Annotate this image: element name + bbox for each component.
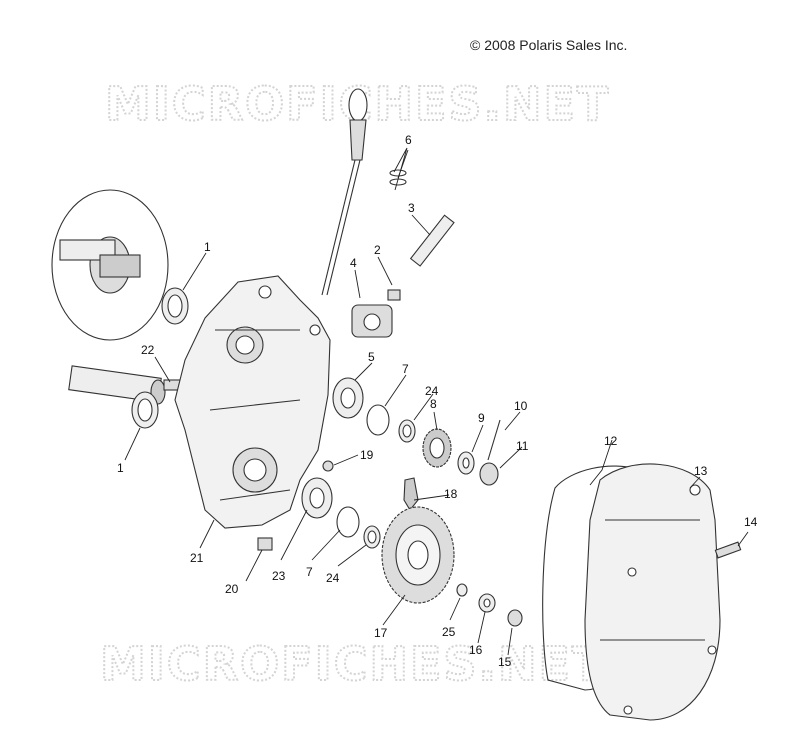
pin-10 — [487, 419, 501, 461]
callout-20: 20 — [225, 582, 239, 596]
callout-7-lower: 7 — [306, 565, 313, 579]
bolt-15 — [507, 609, 523, 627]
washer-16 — [478, 593, 496, 613]
callout-25: 25 — [442, 625, 456, 639]
callout-12: 12 — [604, 434, 618, 448]
snap-ring-7-upper — [366, 404, 390, 436]
plug-20 — [257, 537, 273, 551]
callout-21: 21 — [190, 551, 204, 565]
washer-24-lower — [363, 525, 381, 549]
callout-13: 13 — [694, 464, 708, 478]
callout-14: 14 — [744, 515, 758, 529]
seal-1-lower — [131, 391, 159, 429]
washer-24-upper — [398, 419, 416, 443]
seal-1-upper — [161, 287, 189, 325]
callout-15: 15 — [498, 655, 512, 669]
nut-11 — [479, 462, 499, 486]
cover-13 — [584, 463, 721, 721]
callout-1-upper: 1 — [204, 240, 211, 254]
washer-9 — [457, 451, 475, 475]
callout-10: 10 — [514, 399, 528, 413]
callout-24-lower: 24 — [326, 571, 340, 585]
callout-17: 17 — [374, 626, 388, 640]
nut-19 — [322, 460, 334, 472]
gear-8 — [422, 428, 452, 468]
callout-23: 23 — [272, 569, 286, 583]
bearing-5 — [332, 377, 364, 419]
snap-ring-7-lower — [336, 506, 360, 538]
callout-3: 3 — [408, 201, 415, 215]
leader-lines — [124, 147, 749, 656]
callout-7-upper: 7 — [402, 362, 409, 376]
washer-25 — [456, 583, 468, 597]
callout-2: 2 — [374, 243, 381, 257]
callout-11: 11 — [516, 439, 529, 453]
bracket-18 — [403, 477, 419, 511]
bolt-14 — [714, 541, 742, 559]
callout-labels: 1 1 2 3 4 5 6 7 7 8 9 10 11 12 13 14 15 … — [117, 133, 758, 669]
callout-4: 4 — [350, 256, 357, 270]
callout-9: 9 — [478, 411, 485, 425]
gearcase-housing — [174, 275, 331, 529]
copyright-notice: © 2008 Polaris Sales Inc. — [470, 37, 628, 53]
callout-22: 22 — [141, 343, 155, 357]
callout-1-lower: 1 — [117, 461, 124, 475]
callout-5: 5 — [368, 350, 375, 364]
bearing-23 — [301, 477, 333, 519]
gear-17 — [381, 506, 455, 604]
callout-6: 6 — [405, 133, 412, 147]
callout-18: 18 — [444, 487, 458, 501]
callout-8: 8 — [430, 397, 437, 411]
nut-2 — [387, 289, 401, 301]
drive-clutch — [51, 189, 169, 341]
watermark-bottom: MICROFICHES.NET — [100, 637, 605, 691]
shaft-3 — [409, 214, 455, 267]
input-shaft — [68, 365, 166, 405]
sensor-4 — [351, 304, 393, 338]
callout-19: 19 — [360, 448, 374, 462]
callout-16: 16 — [469, 643, 483, 657]
callout-24-upper: 24 — [425, 384, 439, 398]
